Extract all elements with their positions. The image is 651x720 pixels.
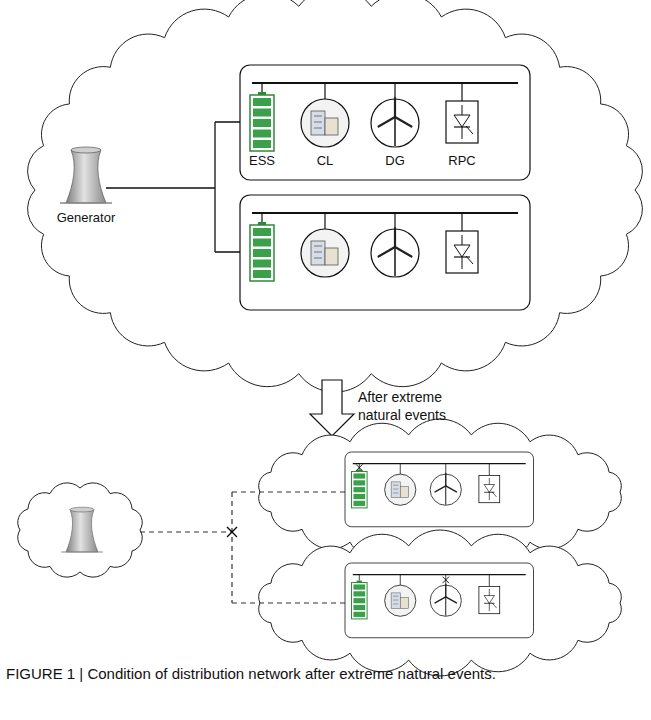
generator-icon — [61, 507, 103, 552]
rpc-node: RPC — [448, 153, 475, 169]
transition-label: After extreme natural events — [358, 388, 478, 424]
broken-feeder — [140, 492, 345, 603]
component-label: Generator — [57, 210, 116, 226]
storage-node: ESS — [249, 153, 275, 169]
fault-cross — [356, 464, 363, 471]
microgrid — [240, 65, 530, 180]
component-label: DG — [385, 153, 405, 169]
transition-arrow — [310, 380, 354, 436]
cloud-outline — [28, 0, 643, 392]
component-label: ESS — [249, 153, 275, 169]
generator-icon — [60, 147, 112, 203]
component-label: RPC — [448, 153, 475, 169]
cloud-outline — [18, 483, 143, 577]
fault-cross — [227, 527, 237, 537]
figure-caption: FIGURE 1 | Condition of distribution net… — [6, 664, 606, 684]
fault-cross — [443, 577, 450, 584]
component-label: CL — [317, 153, 334, 169]
generator-node: Generator — [57, 210, 116, 226]
microgrid — [345, 452, 534, 527]
load-node: CL — [317, 153, 334, 169]
microgrid — [240, 195, 530, 310]
microgrid — [345, 563, 534, 638]
feeder-line — [106, 122, 240, 252]
dg-node: DG — [385, 153, 405, 169]
